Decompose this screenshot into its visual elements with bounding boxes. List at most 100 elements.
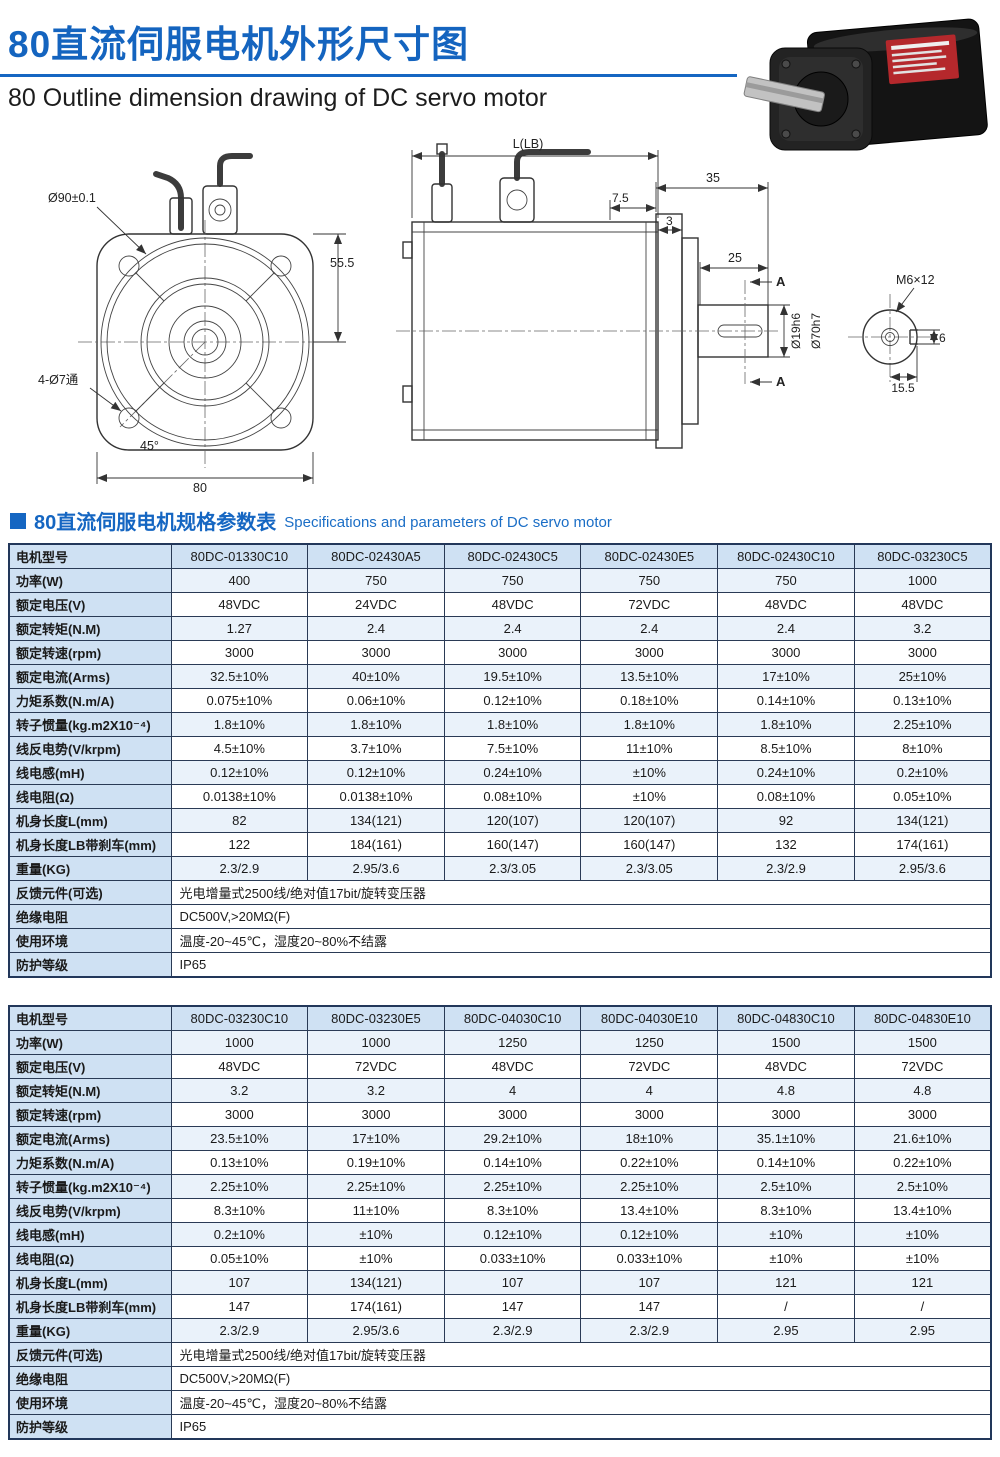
param-row: 线电阻(Ω)0.05±10%±10%0.033±10%0.033±10%±10%… <box>8 1246 992 1271</box>
param-value: 2.4 <box>443 616 582 641</box>
param-row: 转子惯量(kg.m2X10⁻⁴)1.8±10%1.8±10%1.8±10%1.8… <box>8 712 992 737</box>
param-value: 72VDC <box>307 1054 445 1079</box>
flange-screw <box>851 59 861 69</box>
param-value: 0.033±10% <box>443 1246 582 1271</box>
param-label: 额定转矩(N.M) <box>8 616 172 641</box>
param-value: 3000 <box>853 1102 992 1127</box>
param-row: 线电感(mH)0.12±10%0.12±10%0.24±10%±10%0.24±… <box>8 760 992 785</box>
param-value: 13.5±10% <box>580 664 719 689</box>
param-value: 1250 <box>580 1030 719 1055</box>
model-name: 80DC-02430E5 <box>580 543 719 569</box>
param-value: 0.075±10% <box>170 688 309 713</box>
param-value: ±10% <box>307 1246 445 1271</box>
param-value: 48VDC <box>170 592 309 617</box>
param-value: 750 <box>307 568 445 593</box>
param-value: 3000 <box>170 640 309 665</box>
param-value: 134(121) <box>307 808 445 833</box>
param-value: 1.8±10% <box>307 712 445 737</box>
param-value: 121 <box>717 1270 855 1295</box>
param-value: 0.12±10% <box>307 760 445 785</box>
dim-label-25: 25 <box>728 251 742 265</box>
param-value: 0.033±10% <box>580 1246 719 1271</box>
param-value: 0.22±10% <box>853 1150 992 1175</box>
param-value: 0.0138±10% <box>170 784 309 809</box>
param-value: 0.06±10% <box>307 688 445 713</box>
model-name: 80DC-02430C10 <box>717 543 855 569</box>
param-value: 1000 <box>170 1030 309 1055</box>
param-value: 25±10% <box>853 664 992 689</box>
param-label: 功率(W) <box>8 568 172 593</box>
param-value: 750 <box>717 568 855 593</box>
param-value: 1.8±10% <box>170 712 309 737</box>
param-row: 线反电势(V/krpm)8.3±10%11±10%8.3±10%13.4±10%… <box>8 1198 992 1223</box>
param-value: 1000 <box>853 568 992 593</box>
param-value: 4.8 <box>853 1078 992 1103</box>
info-label: 防护等级 <box>8 952 172 978</box>
param-value: 17±10% <box>717 664 855 689</box>
param-value: 0.14±10% <box>717 688 855 713</box>
model-column-label: 电机型号 <box>8 1005 172 1031</box>
info-value: 温度-20~45℃，湿度20~80%不结露 <box>170 928 992 953</box>
param-value: 3000 <box>580 1102 719 1127</box>
param-value: 1500 <box>717 1030 855 1055</box>
param-value: 2.3/2.9 <box>170 1318 309 1343</box>
model-name: 80DC-02430C5 <box>443 543 582 569</box>
info-row: 使用环境温度-20~45℃，湿度20~80%不结露 <box>8 1390 992 1415</box>
param-value: 2.3/2.9 <box>170 856 309 881</box>
param-value: 120(107) <box>443 808 582 833</box>
info-label: 绝缘电阻 <box>8 1366 172 1391</box>
param-value: 3000 <box>443 1102 582 1127</box>
param-value: 2.3/2.9 <box>443 1318 582 1343</box>
param-value: 3000 <box>580 640 719 665</box>
param-value: 8.3±10% <box>170 1198 309 1223</box>
param-value: 2.3/2.9 <box>717 856 855 881</box>
param-value: 0.18±10% <box>580 688 719 713</box>
param-value: 0.13±10% <box>170 1150 309 1175</box>
param-value: 92 <box>717 808 855 833</box>
param-value: 147 <box>170 1294 309 1319</box>
param-value: 107 <box>580 1270 719 1295</box>
info-label: 反馈元件(可选) <box>8 880 172 905</box>
param-label: 线反电势(V/krpm) <box>8 736 172 761</box>
param-value: 7.5±10% <box>443 736 582 761</box>
param-value: 3000 <box>307 640 445 665</box>
section-title-en: Specifications and parameters of DC serv… <box>284 513 612 531</box>
param-value: 13.4±10% <box>580 1198 719 1223</box>
section-label-a-top: A <box>776 274 786 289</box>
param-value: 2.25±10% <box>853 712 992 737</box>
param-value: ±10% <box>580 784 719 809</box>
param-value: 8.5±10% <box>717 736 855 761</box>
param-value: 0.14±10% <box>717 1150 855 1175</box>
bolt-hole <box>270 407 292 429</box>
dim-label-body-length: L(LB) <box>513 137 544 151</box>
param-label: 额定转矩(N.M) <box>8 1078 172 1103</box>
param-value: 48VDC <box>717 1054 855 1079</box>
param-value: 29.2±10% <box>443 1126 582 1151</box>
bolt-hole <box>118 407 140 429</box>
dim-label-front-width: 80 <box>193 481 207 495</box>
param-value: 0.14±10% <box>443 1150 582 1175</box>
param-value: ±10% <box>307 1222 445 1247</box>
param-value: 48VDC <box>170 1054 309 1079</box>
param-value: 134(121) <box>853 808 992 833</box>
product-photo <box>740 2 998 174</box>
param-value: 2.95/3.6 <box>307 1318 445 1343</box>
param-label: 功率(W) <box>8 1030 172 1055</box>
param-value: 11±10% <box>580 736 719 761</box>
param-label: 重量(KG) <box>8 1318 172 1343</box>
bolt-hole <box>270 255 292 277</box>
param-label: 额定转速(rpm) <box>8 1102 172 1127</box>
info-label: 反馈元件(可选) <box>8 1342 172 1367</box>
param-value: 8±10% <box>853 736 992 761</box>
model-name: 80DC-04030E10 <box>580 1005 719 1031</box>
